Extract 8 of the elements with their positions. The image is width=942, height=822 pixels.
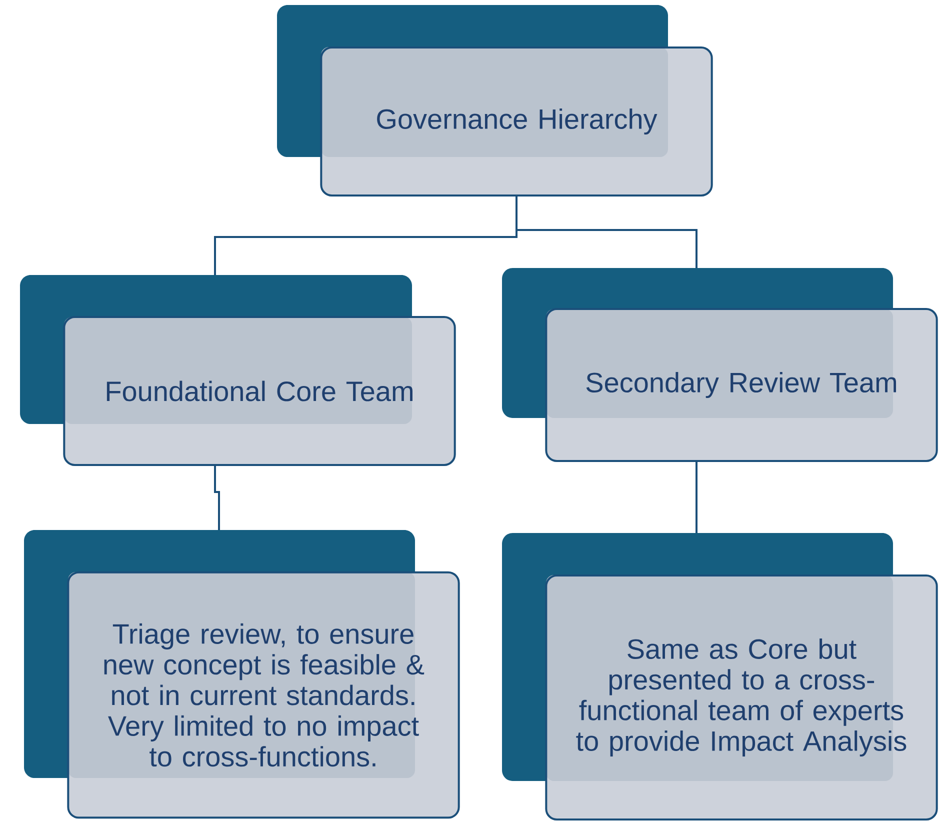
connector-line (696, 462, 698, 533)
team-box: Foundational Core Team (20, 275, 456, 466)
team-box: Governance Hierarchy (277, 5, 713, 196)
team-box: Triage review, to ensure new concept is feasible & not in current standards. Very limited to no impact to cross-functions. (24, 530, 460, 819)
team-box: Secondary Review Team (502, 268, 938, 462)
connector-line (516, 196, 698, 268)
team-box: Same as Core but presented to a cross-functional team of experts to provide Impact Analysis (502, 533, 938, 820)
connector-line (214, 466, 220, 530)
